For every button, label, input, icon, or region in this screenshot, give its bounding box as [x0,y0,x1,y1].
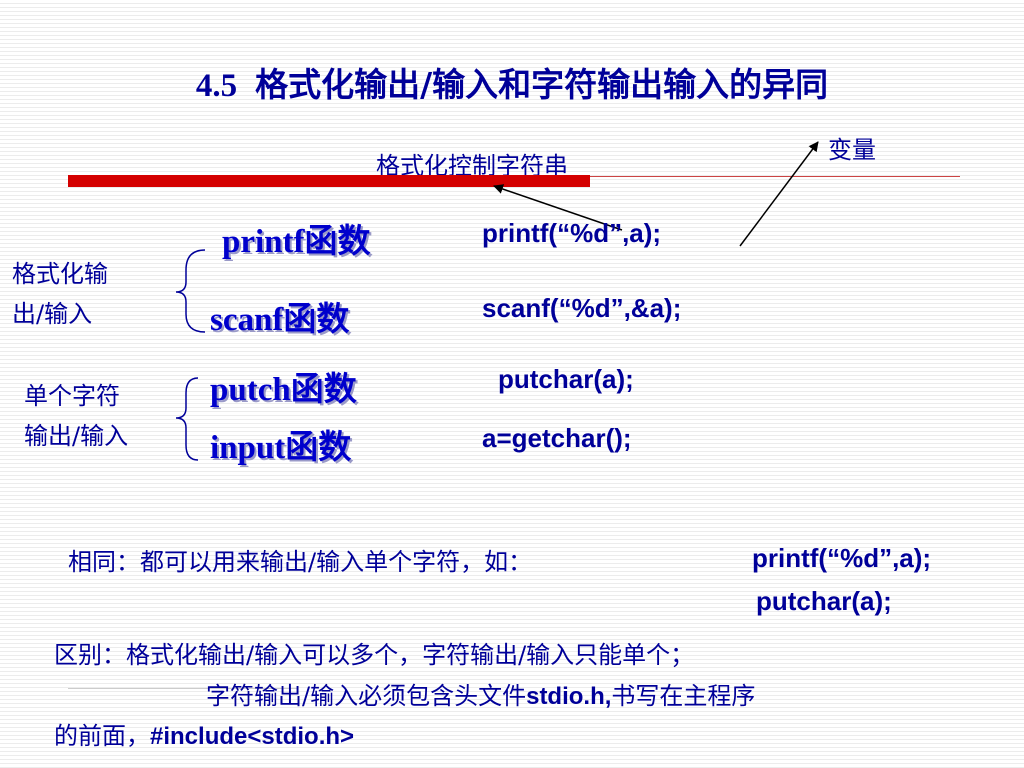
brace-char-io [175,377,199,461]
putchar-code: putchar(a); [498,364,634,394]
group-char-io-label: 单个字符 输出/输入 [24,376,128,456]
group-char-io-line1: 单个字符 [24,382,120,410]
getchar-code: a=getchar(); [482,423,632,453]
input-function-label: input函数 [210,430,352,466]
slide-title: 4.5 格式化输出/输入和字符输出输入的异同 [0,58,1024,106]
scanf-function-label: scanf函数 [210,302,350,338]
diff-line-2-header: stdio.h, [526,683,612,710]
same-description: 相同：都可以用来输出/输入单个字符，如： [68,548,533,576]
printf-function-label: printf函数 [222,224,371,260]
diff-line-2-text: 字符输出/输入必须包含头文件 [206,682,527,710]
diff-line-1: 区别：格式化输出/输入可以多个，字符输出/输入只能单个； [54,641,695,669]
footer-thin-line [68,688,298,689]
group-format-io-line1: 格式化输 [12,260,108,288]
group-char-io-line2: 输出/输入 [24,422,129,450]
include-directive: #include<stdio.h> [150,723,355,750]
title-text: 格式化输出/输入和字符输出输入的异同 [255,65,829,104]
diff-line-2: 字符输出/输入必须包含头文件stdio.h,书写在主程序 [206,676,755,711]
brace-format-io [175,249,206,333]
red-divider-bar [68,175,590,187]
diff-line-3: 的前面，#include<stdio.h> [54,716,354,751]
section-number: 4.5 [195,68,238,104]
group-format-io-label: 格式化输 出/输入 [12,254,108,334]
diff-line-2-tail: 书写在主程序 [611,682,756,710]
thin-divider-line [590,176,960,177]
diff-line-3-text: 的前面， [54,722,150,750]
arrow-to-variable [739,141,819,247]
same-example-putchar: putchar(a); [756,586,892,616]
printf-code: printf(“%d”,a); [482,218,662,248]
group-format-io-line2: 出/输入 [12,300,93,328]
scanf-code: scanf(“%d”,&a); [482,293,682,323]
same-example-printf: printf(“%d”,a); [752,543,932,573]
arrow-to-format-string [493,184,623,231]
putch-function-label: putch函数 [210,372,357,408]
variable-label: 变量 [828,136,876,164]
